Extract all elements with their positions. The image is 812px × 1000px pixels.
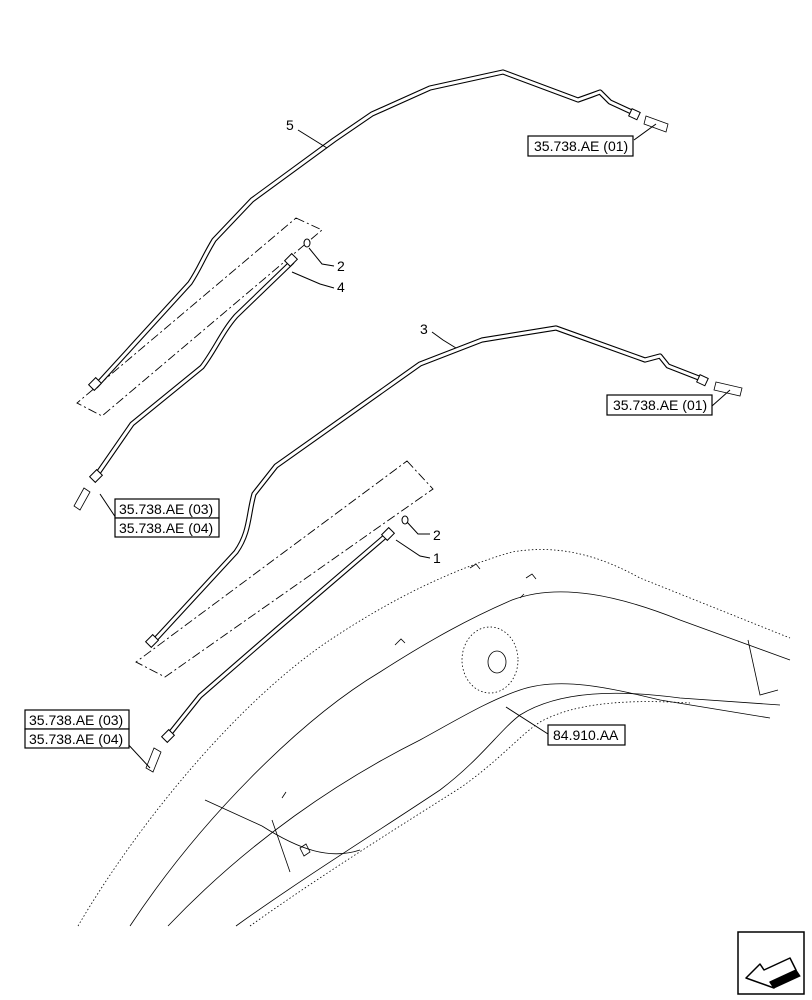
leader-lines xyxy=(99,123,731,769)
fitting-mid-right xyxy=(713,381,743,397)
tube-5[interactable] xyxy=(87,69,641,392)
group-boundary-upper xyxy=(76,217,323,417)
callout-item-5: 5 xyxy=(286,117,294,133)
boom-structure xyxy=(77,549,791,927)
ref-box-boom[interactable]: 84.910.AA xyxy=(547,724,626,746)
ref-box-upper-left[interactable]: 35.738.AE (03) 35.738.AE (04) xyxy=(114,498,220,538)
ref-lower-left-label-a: 35.738.AE (03) xyxy=(29,712,123,728)
tube-3[interactable] xyxy=(144,325,709,649)
ref-upper-left-label-a: 35.738.AE (03) xyxy=(119,501,213,517)
callout-item-4: 4 xyxy=(337,279,345,295)
ref-boom-label: 84.910.AA xyxy=(553,727,619,743)
callout-item-2-lower: 2 xyxy=(433,527,441,543)
ref-box-mid-right[interactable]: 35.738.AE (01) xyxy=(606,394,713,416)
ref-upper-left-label-b: 35.738.AE (04) xyxy=(119,520,213,536)
fitting-top-right xyxy=(643,115,669,133)
tube-4[interactable] xyxy=(73,238,311,511)
ref-lower-left-label-b: 35.738.AE (04) xyxy=(29,731,123,747)
callout-item-2-upper: 2 xyxy=(337,258,345,274)
ref-box-top-right[interactable]: 35.738.AE (01) xyxy=(527,135,634,157)
group-boundary-lower xyxy=(135,460,434,678)
ref-top-right-label: 35.738.AE (01) xyxy=(534,138,628,154)
arrow-back-icon[interactable] xyxy=(737,931,805,995)
callout-item-1: 1 xyxy=(433,550,441,566)
ref-mid-right-label: 35.738.AE (01) xyxy=(613,397,707,413)
ref-box-lower-left[interactable]: 35.738.AE (03) 35.738.AE (04) xyxy=(24,709,130,749)
tube-1[interactable] xyxy=(145,515,409,773)
callout-item-3: 3 xyxy=(420,321,428,337)
